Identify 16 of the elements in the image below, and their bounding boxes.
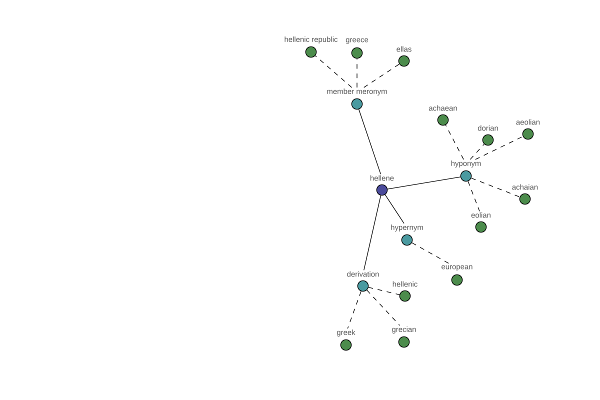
connector-line [470, 144, 484, 160]
connector-line [358, 109, 382, 175]
connector-line [412, 242, 450, 264]
connector-line [366, 290, 400, 326]
connector-line [364, 195, 382, 271]
connector-line [445, 124, 464, 160]
connector-line [347, 291, 362, 329]
connector-line [475, 136, 524, 160]
connector-line [384, 194, 404, 224]
connector-line [468, 180, 480, 212]
connector-line [470, 178, 520, 198]
connector-line [368, 286, 400, 296]
connector-line [314, 55, 352, 88]
connector-line [387, 176, 461, 190]
connector-line [356, 58, 358, 88]
connector-line [364, 64, 400, 88]
